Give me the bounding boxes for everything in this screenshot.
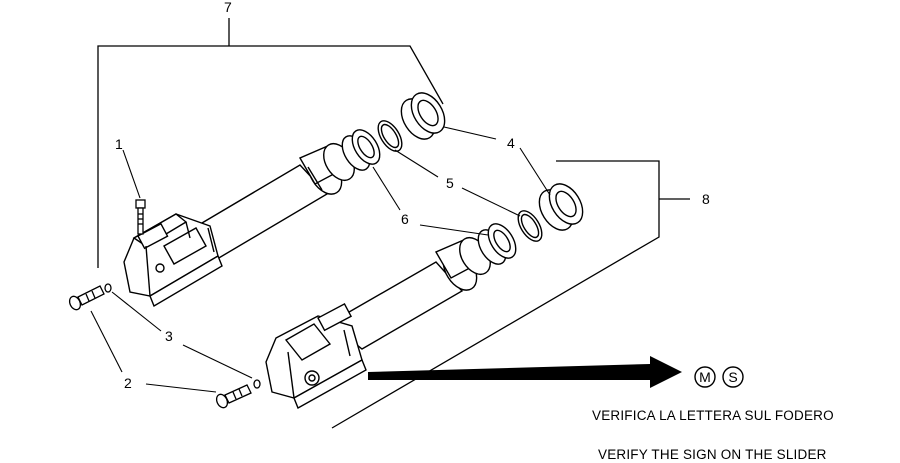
screw-2-lower <box>215 379 261 409</box>
leader-lines <box>90 126 551 393</box>
mark-s-circle <box>722 366 744 388</box>
screw-2-upper <box>68 283 112 311</box>
slider-marks: M S <box>694 366 744 388</box>
callout-5: 5 <box>446 175 454 191</box>
callout-3: 3 <box>165 328 173 344</box>
mark-m: M <box>699 369 711 385</box>
bracket-8 <box>331 160 690 429</box>
fork-leg-right <box>265 236 491 409</box>
callout-labels: 7 1 4 5 8 6 3 2 <box>115 0 710 391</box>
seal-stack-lower <box>477 183 584 265</box>
fork-leg-left <box>123 142 355 308</box>
callout-6: 6 <box>401 211 409 227</box>
callout-2: 2 <box>124 375 132 391</box>
mark-s: S <box>728 369 737 385</box>
mark-m-circle <box>694 366 716 388</box>
note-italian: VERIFICA LA LETTERA SUL FODERO <box>592 408 834 423</box>
note-english: VERIFY THE SIGN ON THE SLIDER <box>598 447 827 462</box>
callout-4: 4 <box>507 135 515 151</box>
callout-1: 1 <box>115 136 123 152</box>
callout-8: 8 <box>702 191 710 207</box>
callout-7: 7 <box>224 0 232 15</box>
screw-1 <box>135 199 146 235</box>
seal-stack-upper <box>341 92 446 171</box>
pointer-arrow <box>368 356 682 388</box>
bracket-7 <box>97 18 444 268</box>
